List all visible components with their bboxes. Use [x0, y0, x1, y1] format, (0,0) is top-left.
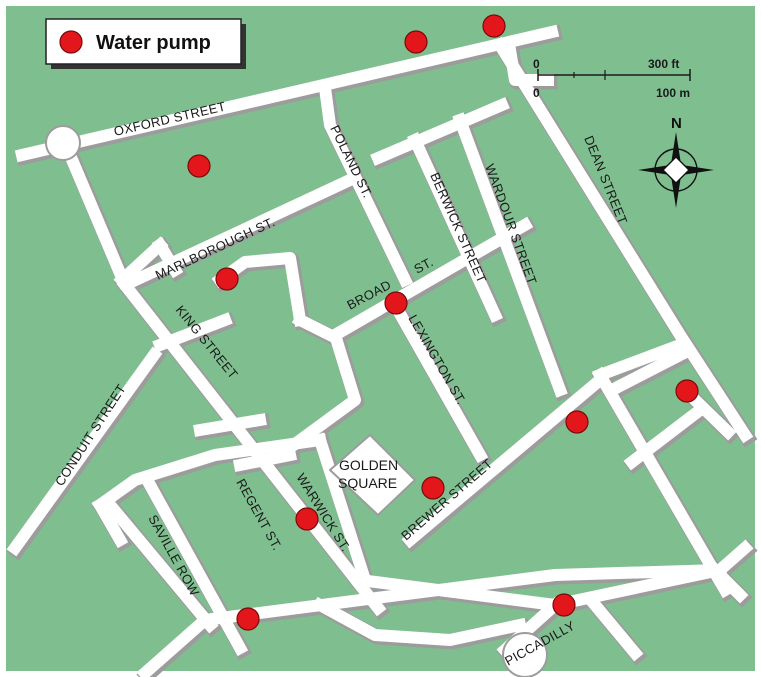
legend-pump-icon: [59, 30, 83, 54]
compass-north-label: N: [671, 115, 682, 132]
map-background: [6, 6, 755, 671]
label-golden-square-line1: GOLDEN: [339, 457, 398, 473]
scale-feet-label: 300 ft: [648, 57, 679, 71]
water-pump[interactable]: [421, 476, 445, 500]
water-pump[interactable]: [404, 30, 428, 54]
water-pump[interactable]: [384, 291, 408, 315]
water-pump[interactable]: [236, 607, 260, 631]
oxford-circus: [45, 125, 81, 161]
legend-label: Water pump: [96, 32, 211, 54]
compass-rose: N: [638, 115, 714, 208]
scale-bar: 0 300 ft 0 100 m: [533, 57, 691, 100]
golden-square: [329, 434, 416, 516]
scale-zero-meters: 0: [533, 86, 540, 100]
water-pump[interactable]: [552, 593, 576, 617]
legend: Water pump: [45, 18, 246, 69]
scale-zero-feet: 0: [533, 57, 540, 71]
scale-meters-label: 100 m: [656, 86, 690, 100]
water-pump[interactable]: [215, 267, 239, 291]
label-golden-square-line2: SQUARE: [338, 475, 397, 491]
road-fill: [6, 24, 754, 677]
water-pump[interactable]: [482, 14, 506, 38]
water-pump[interactable]: [565, 410, 589, 434]
water-pump[interactable]: [187, 154, 211, 178]
water-pump[interactable]: [675, 379, 699, 403]
water-pumps: [187, 14, 699, 631]
water-pump[interactable]: [295, 507, 319, 531]
piccadilly-circus: [502, 632, 548, 677]
road-network: [6, 24, 758, 677]
